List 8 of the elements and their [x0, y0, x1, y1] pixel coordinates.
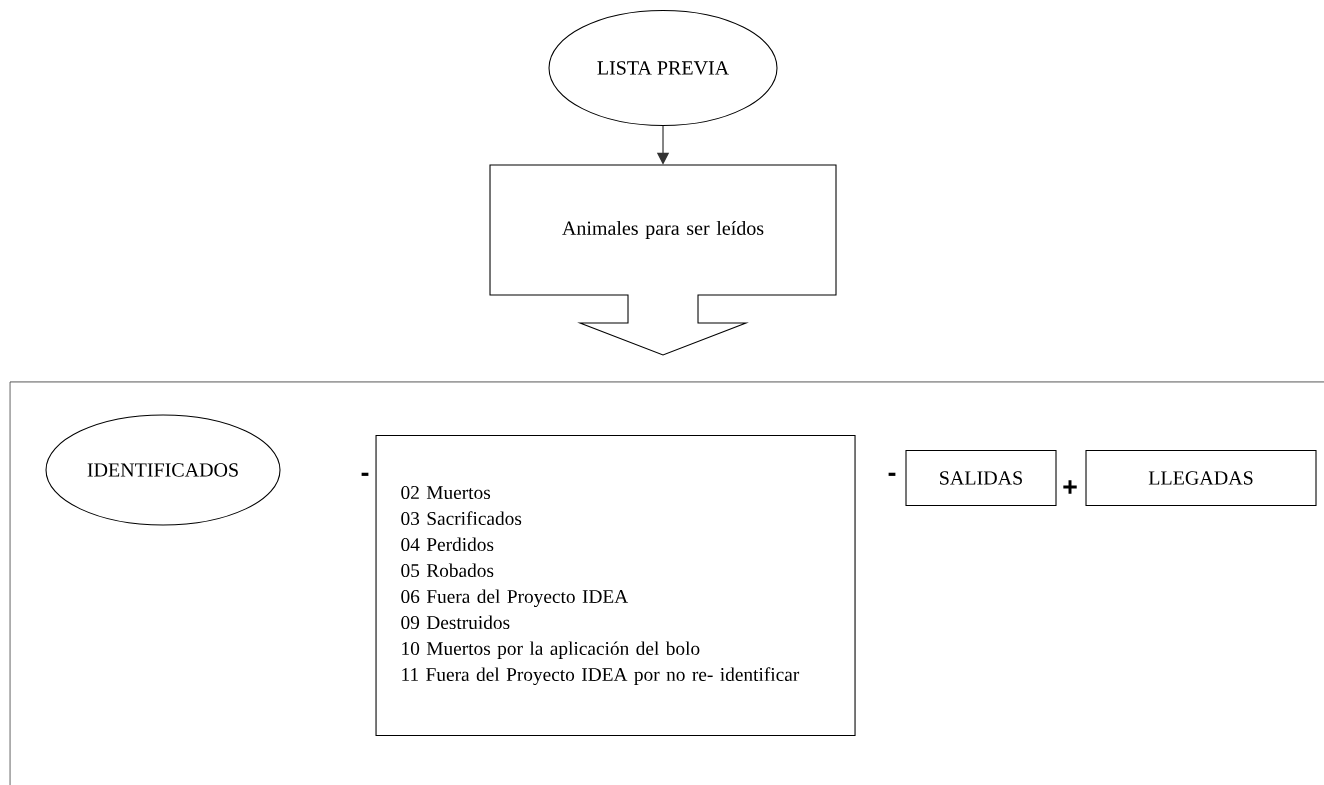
callout-arrow-box: Animales para ser leídos	[489, 164, 837, 356]
operator-sign: +	[1063, 480, 1077, 494]
list-box: 02 Muertos 03 Sacrificados 04 Perdidos 05 Robados 06 Fuera del Proyecto IDEA 09 Destruidos 10 Muertos por la aplicación del bolo 11 Fuera del Proyecto IDEA por no re- identificar	[375, 435, 856, 737]
ellipse-node: IDENTIFICADOS	[45, 414, 281, 526]
ellipse-node: LISTA PREVIA	[548, 9, 778, 127]
process-box: LLEGADAS	[1085, 449, 1317, 507]
process-box: SALIDAS	[905, 449, 1057, 507]
operator-sign: -	[888, 472, 896, 476]
